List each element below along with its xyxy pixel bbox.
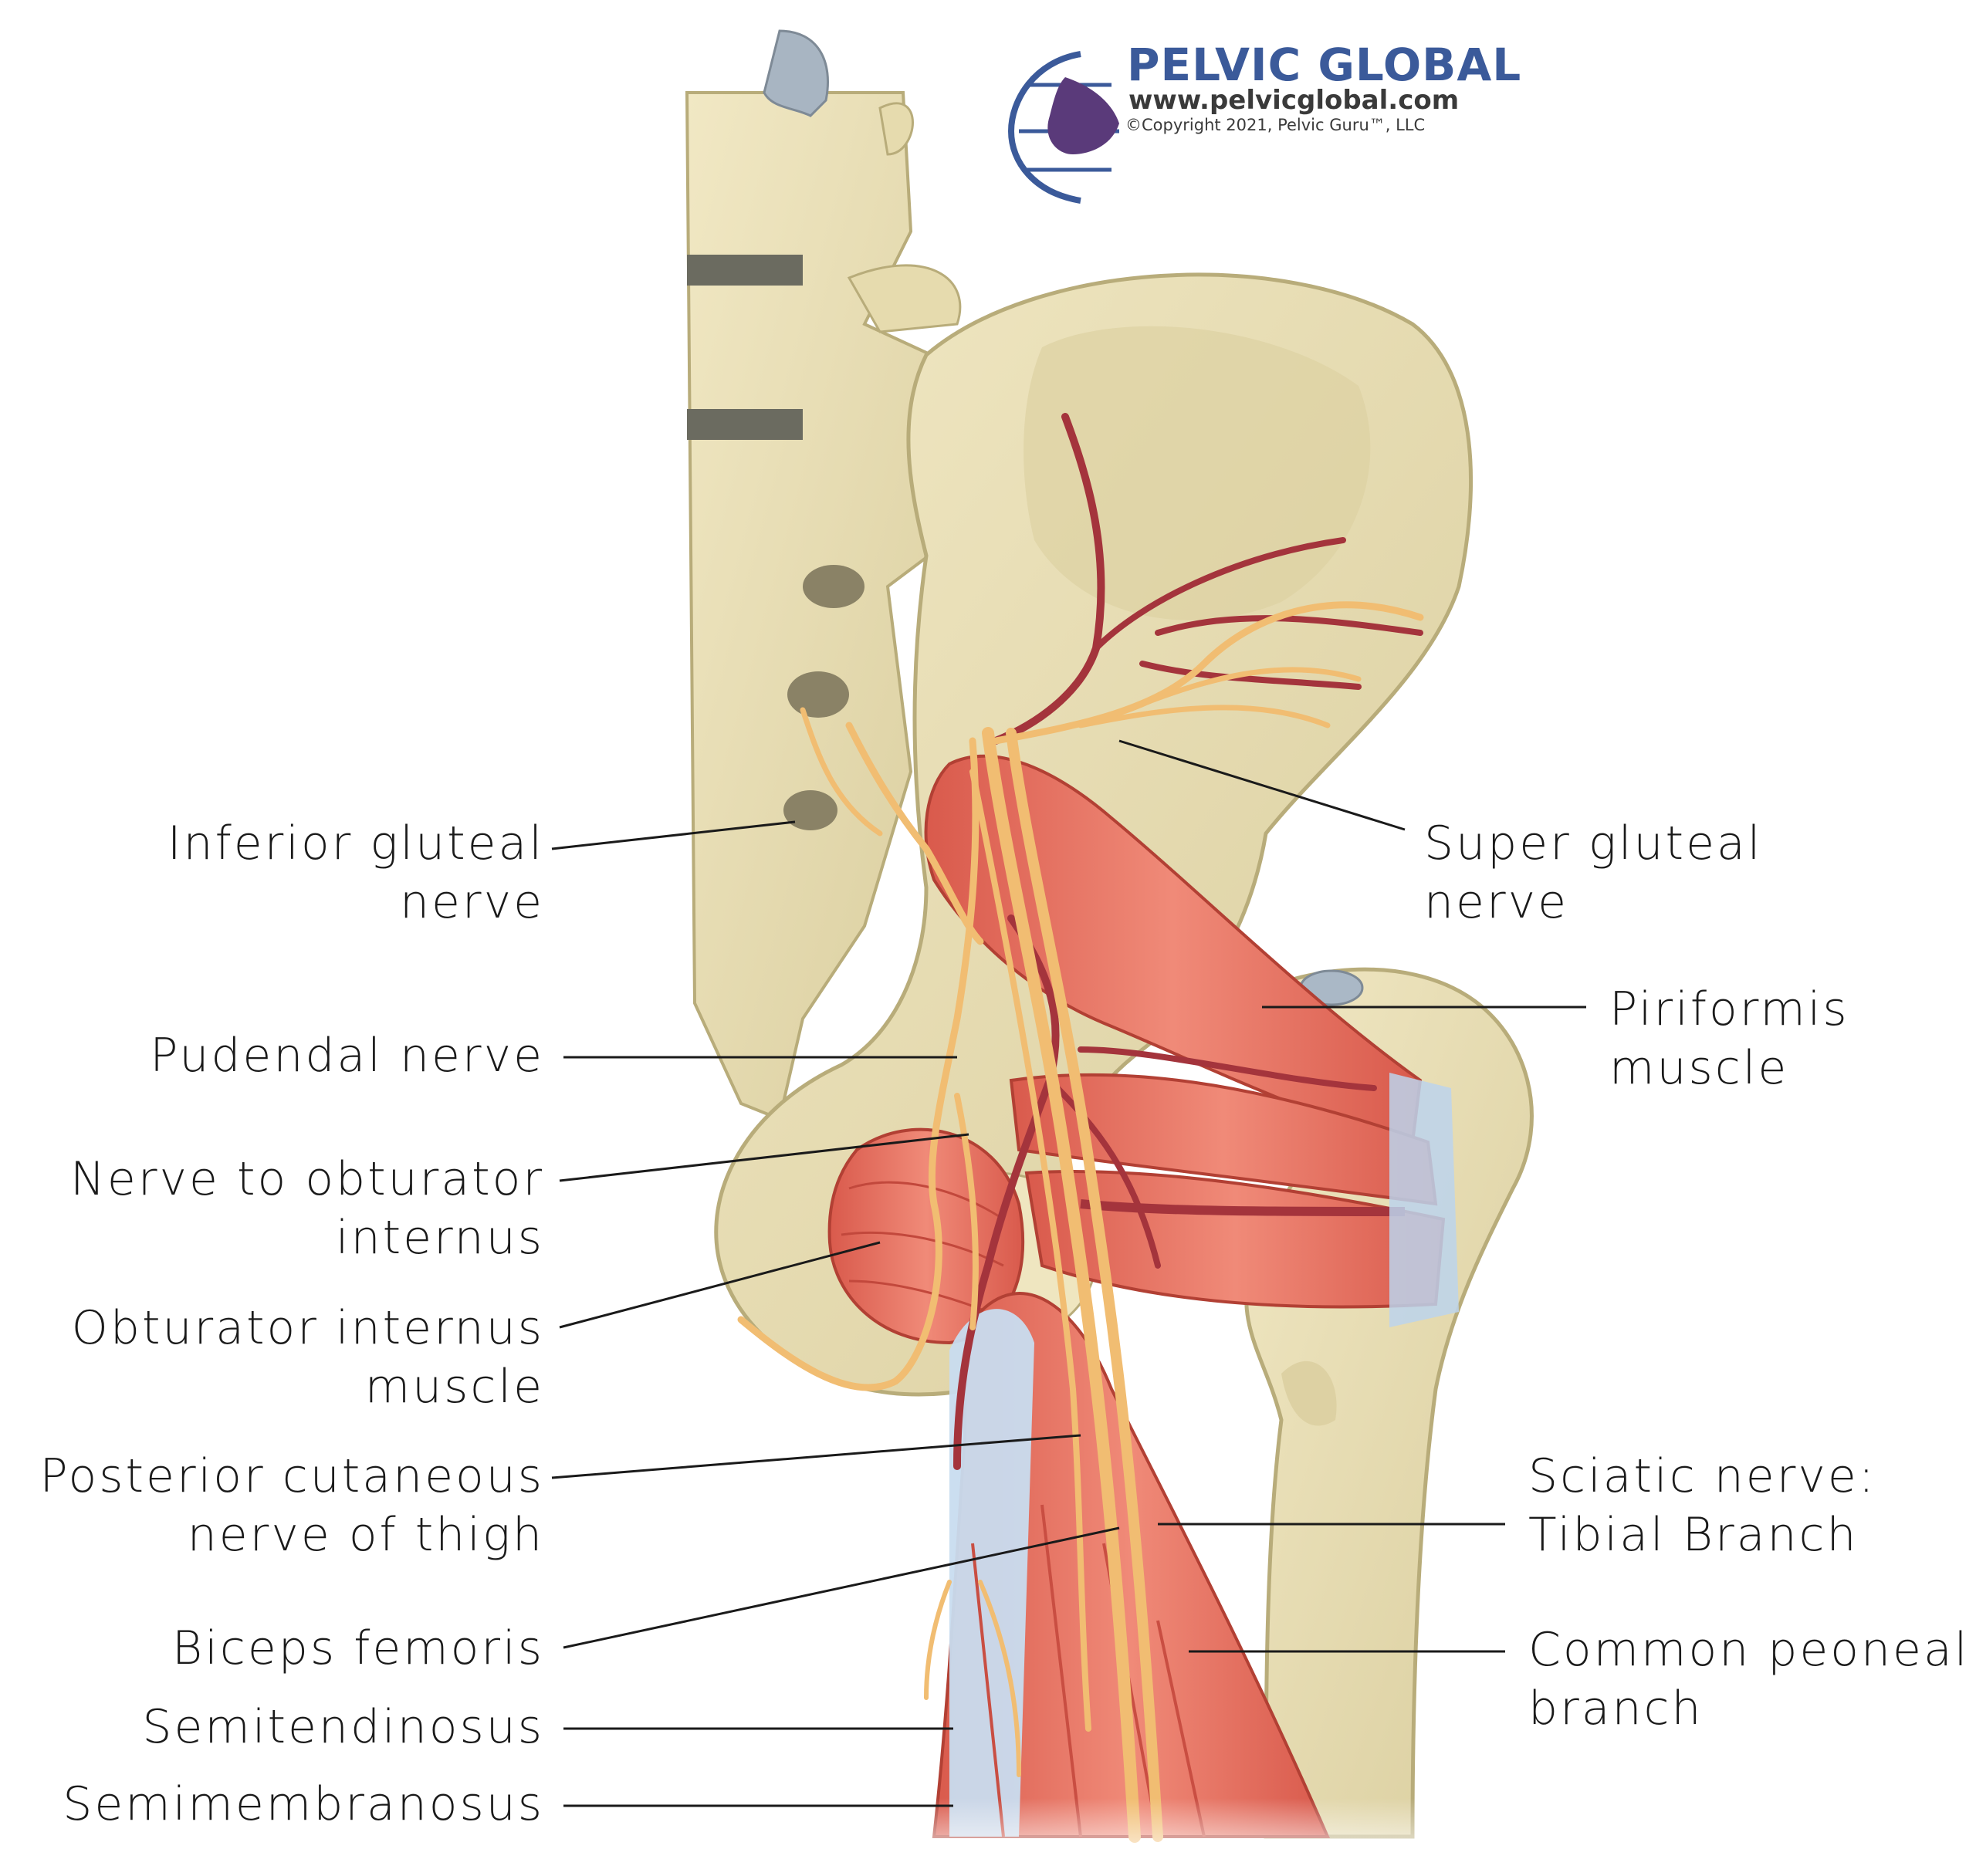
brand-copyright: ©Copyright 2021, Pelvic Guru™, LLC <box>1125 116 1426 134</box>
label-nerve-to-obturator-internus: Nerve to obturator internus <box>70 1152 544 1265</box>
label-pudendal-nerve: Pudendal nerve <box>150 1029 544 1083</box>
gluteal-arteries <box>953 413 1423 1470</box>
label-sciatic-tibial-branch: Sciatic nerve: Tibial Branch <box>1528 1449 1877 1562</box>
label-superior-gluteal-nerve: Super gluteal nerve <box>1424 816 1763 929</box>
label-biceps-femoris: Biceps femoris <box>171 1621 544 1675</box>
label-semimembranosus: Semimembranosus <box>63 1777 544 1831</box>
label-common-peroneal-branch: Common peoneal branch <box>1528 1623 1970 1736</box>
bottom-fade <box>0 1798 1976 1876</box>
brand-title: PELVIC GLOBAL <box>1127 39 1522 91</box>
leader-lines <box>551 739 1586 1807</box>
sacrum-spine <box>685 29 967 1121</box>
label-posterior-cutaneous-nerve: Posterior cutaneous nerve of thigh <box>39 1449 544 1562</box>
pelvis-globe-logo-icon <box>1007 51 1119 204</box>
label-piriformis-muscle: Piriformis muscle <box>1609 982 1849 1095</box>
label-inferior-gluteal-nerve: Inferior gluteal nerve <box>167 816 544 929</box>
label-semitendinosus: Semitendinosus <box>142 1700 544 1754</box>
label-obturator-internus-muscle: Obturator internus muscle <box>71 1301 544 1414</box>
nerves <box>737 601 1424 1843</box>
brand-url[interactable]: www.pelvicglobal.com <box>1128 85 1460 116</box>
